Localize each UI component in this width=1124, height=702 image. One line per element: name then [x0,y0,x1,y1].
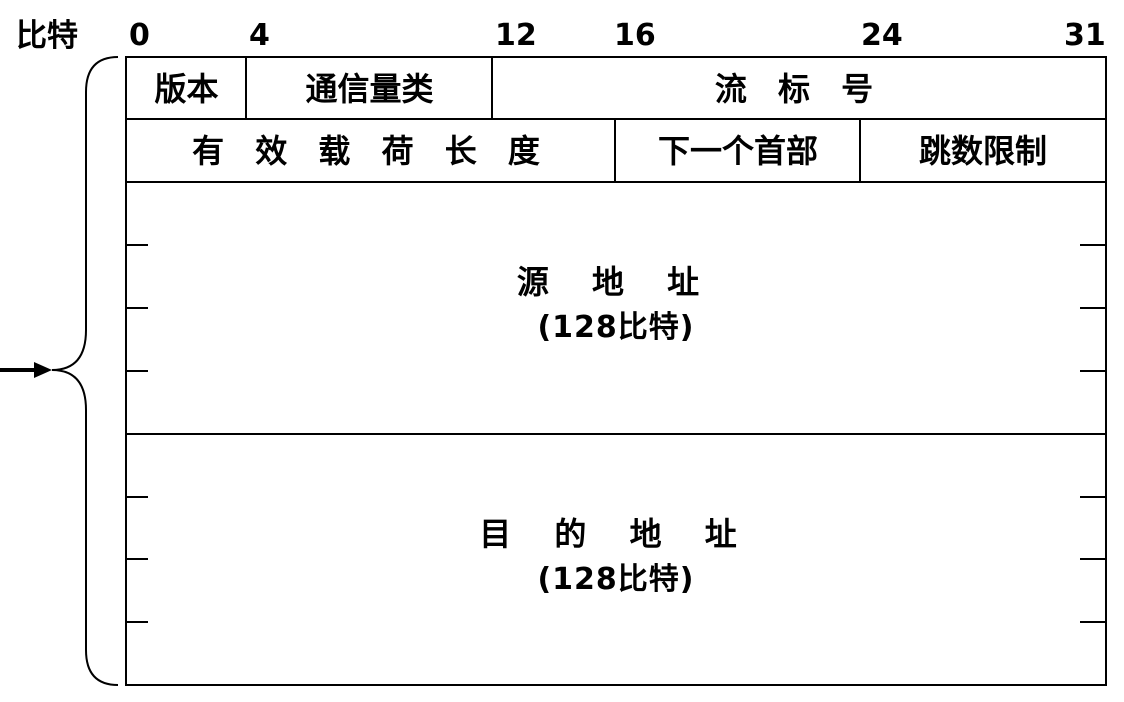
field-traffic-class: 通信量类 [305,69,434,108]
source-address-size: (128比特) [537,310,695,345]
bit-position-16: 16 [614,18,656,53]
arrow-head [34,362,52,378]
bit-position-24: 24 [861,18,903,53]
header-brace [51,56,119,686]
destination-address-size: (128比特) [537,562,695,597]
bit-position-4: 4 [249,18,270,53]
field-flow-label: 流 标 号 [714,69,884,108]
source-address-block: 源 地 址 (128比特) [126,262,1106,348]
bit-position-12: 12 [495,18,537,53]
source-address-label: 源 地 址 [516,263,716,301]
bit-position-31: 31 [1064,18,1106,53]
bit-position-0: 0 [129,18,150,53]
field-hop-limit: 跳数限制 [918,132,1047,170]
destination-address-label: 目 的 地 址 [479,515,753,553]
field-payload-length: 有 效 载 荷 长 度 [192,132,550,170]
field-next-header: 下一个首部 [657,132,818,170]
field-version: 版本 [154,69,219,108]
bit-unit-label: 比特 [16,18,78,54]
destination-address-block: 目 的 地 址 (128比特) [126,514,1106,600]
